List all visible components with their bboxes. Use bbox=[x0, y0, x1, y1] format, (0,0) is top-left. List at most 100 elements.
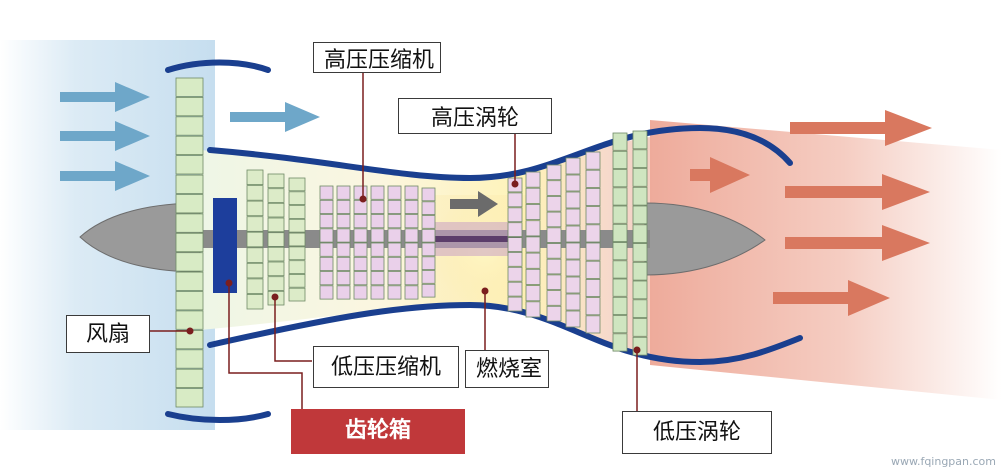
blade-segment bbox=[336, 285, 351, 300]
blade-segment bbox=[632, 224, 648, 244]
blade-segment bbox=[319, 285, 334, 300]
dot-combustor bbox=[481, 287, 489, 295]
blade-segment bbox=[387, 199, 402, 215]
blade-segment bbox=[632, 243, 648, 262]
blade-segment bbox=[370, 214, 385, 229]
hp-compressor-stage bbox=[353, 185, 368, 300]
right-arrow-icon bbox=[60, 121, 150, 151]
blade-segment bbox=[546, 274, 562, 290]
blade-segment bbox=[546, 290, 562, 306]
blade-segment bbox=[585, 187, 601, 206]
intake-arrows bbox=[60, 82, 320, 191]
blade-segment bbox=[525, 252, 541, 269]
blade-segment bbox=[404, 199, 419, 215]
dot-gearbox bbox=[225, 279, 233, 287]
blade-segment bbox=[267, 173, 285, 189]
blade-segment bbox=[336, 271, 351, 286]
blade-segment bbox=[585, 206, 601, 225]
blade-segment bbox=[632, 280, 648, 300]
blade-segment bbox=[246, 278, 264, 294]
blade-segment bbox=[546, 243, 562, 259]
blade-segment bbox=[319, 199, 334, 215]
hp-compressor-stage bbox=[404, 185, 419, 300]
blade-segment bbox=[336, 214, 351, 229]
blade-segment bbox=[288, 246, 306, 261]
blade-segment bbox=[387, 185, 402, 200]
blade-segment bbox=[387, 228, 402, 243]
blade-segment bbox=[370, 228, 385, 243]
blade-segment bbox=[246, 262, 264, 279]
blade-segment bbox=[404, 185, 419, 200]
blade-segment bbox=[421, 270, 436, 284]
lp-compressor-stage bbox=[246, 169, 264, 310]
blade-segment bbox=[246, 185, 264, 201]
label-lp-compressor: 低压压缩机 bbox=[313, 346, 459, 388]
watermark: www.fqingpan.com bbox=[890, 455, 996, 468]
blade-segment bbox=[246, 293, 264, 310]
blade-segment bbox=[632, 205, 648, 225]
blade-segment bbox=[585, 297, 601, 316]
blade-segment bbox=[288, 218, 306, 233]
blade-segment bbox=[632, 299, 648, 318]
blade-segment bbox=[612, 296, 628, 315]
hp-compressor-stage bbox=[421, 187, 436, 298]
hp-turbine-stage bbox=[565, 157, 581, 328]
blade-segment bbox=[246, 169, 264, 186]
right-arrow-icon bbox=[785, 225, 930, 261]
fan-cowl-top bbox=[165, 59, 271, 73]
blade-segment bbox=[288, 191, 306, 206]
blade-segment bbox=[175, 77, 204, 97]
blade-segment bbox=[175, 135, 204, 155]
label-gearbox: 齿轮箱 bbox=[291, 409, 465, 454]
blade-segment bbox=[565, 174, 581, 192]
blade-segment bbox=[288, 260, 306, 274]
blade-segment bbox=[632, 261, 648, 281]
blade-segment bbox=[288, 287, 306, 302]
blade-segment bbox=[612, 150, 628, 170]
right-arrow-icon bbox=[690, 157, 750, 193]
hp-compressor-stage bbox=[336, 185, 351, 300]
blade-segment bbox=[267, 276, 285, 291]
blade-segment bbox=[404, 214, 419, 229]
blade-segment bbox=[546, 195, 562, 212]
blade-segment bbox=[585, 169, 601, 188]
dot-hp-compressor bbox=[359, 195, 367, 203]
blade-segment bbox=[175, 252, 204, 272]
blade-segment bbox=[175, 368, 204, 389]
blade-segment bbox=[507, 192, 523, 208]
blade-segment bbox=[175, 291, 204, 311]
core-casing-bottom bbox=[207, 301, 803, 366]
blade-segment bbox=[507, 296, 523, 312]
right-arrow-icon bbox=[785, 174, 930, 210]
lp-turbine-stage bbox=[612, 132, 628, 352]
engine-casing bbox=[165, 59, 803, 423]
blade-segment bbox=[370, 242, 385, 257]
blade-segment bbox=[353, 285, 368, 300]
blade-segment bbox=[612, 315, 628, 334]
blade-segment bbox=[175, 174, 204, 194]
hp-compressor-stage bbox=[387, 185, 402, 300]
blade-segment bbox=[319, 228, 334, 243]
blade-segment bbox=[585, 224, 601, 243]
blade-segment bbox=[565, 208, 581, 226]
fan-blade-column bbox=[175, 77, 204, 408]
blade-segment bbox=[525, 220, 541, 237]
blade-segment bbox=[421, 256, 436, 270]
blade-segment bbox=[175, 271, 204, 291]
blade-segment bbox=[612, 205, 628, 224]
label-lp-turbine: 低压涡轮 bbox=[622, 411, 772, 454]
blade-segment bbox=[387, 256, 402, 271]
blade-segment bbox=[421, 283, 436, 298]
blade-segment bbox=[421, 201, 436, 216]
blade-segment bbox=[267, 217, 285, 233]
blade-segment bbox=[267, 232, 285, 247]
blade-segment bbox=[387, 271, 402, 286]
blade-segment bbox=[175, 349, 204, 369]
blade-segment bbox=[612, 242, 628, 261]
blade-segment bbox=[267, 261, 285, 277]
blade-segment bbox=[175, 155, 204, 175]
blade-segment bbox=[353, 214, 368, 229]
blade-segment bbox=[336, 242, 351, 257]
blade-segment bbox=[404, 285, 419, 300]
